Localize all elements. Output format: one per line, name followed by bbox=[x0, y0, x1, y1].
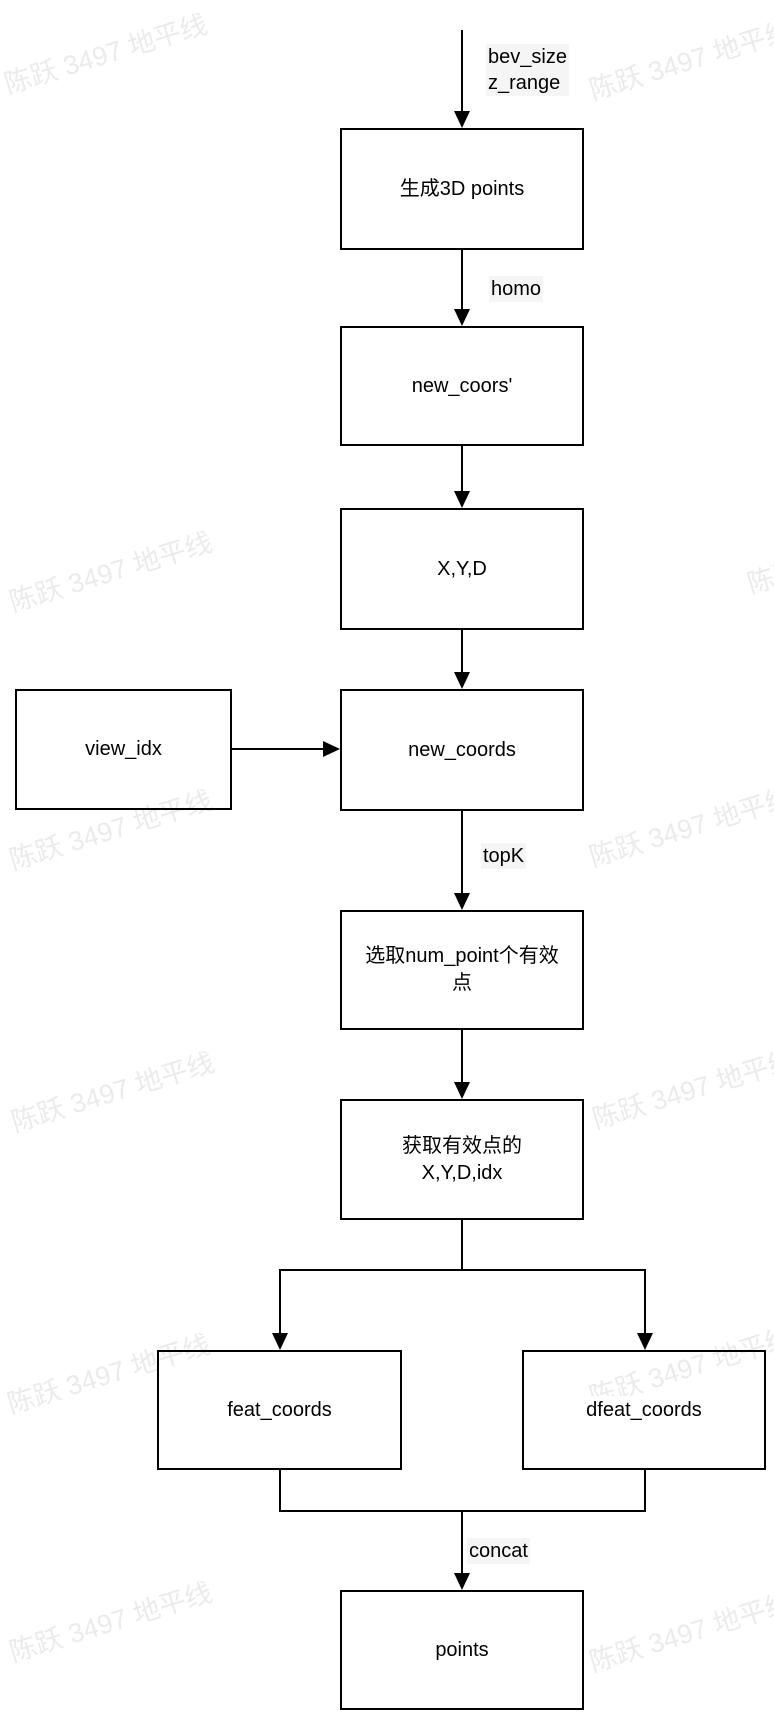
merge-left-line bbox=[279, 1470, 281, 1512]
arrowhead-down-icon bbox=[454, 111, 470, 128]
node-view-idx: view_idx bbox=[15, 689, 232, 810]
edge-xyd-newcoords-line bbox=[461, 630, 463, 673]
edge-newcoors-xyd-line bbox=[461, 446, 463, 492]
node-label: 生成3D points bbox=[396, 174, 528, 204]
node-label: new_coords bbox=[405, 735, 519, 765]
node-label: 选取num_point个有效 点 bbox=[362, 942, 562, 998]
edge-label-homo: homo bbox=[489, 276, 544, 302]
node-label: points bbox=[432, 1635, 492, 1665]
node-label: 获取有效点的 X,Y,D,idx bbox=[399, 1131, 525, 1188]
edge-viewidx-newcoords-line bbox=[232, 748, 324, 750]
watermark-text: 陈跃 3497 地平线 bbox=[585, 782, 774, 873]
watermark-text: 陈跃 3497 地平线 bbox=[5, 1577, 216, 1668]
merge-join-line bbox=[279, 1510, 646, 1512]
arrowhead-down-icon bbox=[454, 672, 470, 689]
node-feat-coords: feat_coords bbox=[157, 1350, 402, 1470]
node-new-coords: new_coords bbox=[340, 689, 584, 811]
arrowhead-down-icon bbox=[454, 1082, 470, 1099]
watermark-text: 陈跃 3497 地平线 bbox=[7, 1047, 218, 1138]
node-select-num-points: 选取num_point个有效 点 bbox=[340, 910, 584, 1030]
node-label: view_idx bbox=[82, 735, 165, 764]
edge-label-input: bev_size z_range bbox=[486, 44, 569, 96]
branch-right-line bbox=[644, 1269, 646, 1334]
edge-label-concat: concat bbox=[467, 1538, 530, 1564]
arrowhead-down-icon bbox=[454, 491, 470, 508]
watermark-text: 陈跃 3497 地平线 bbox=[5, 527, 216, 618]
watermark-text: 陈跃 3497 地平线 bbox=[743, 509, 774, 600]
node-dfeat-coords: dfeat_coords bbox=[522, 1350, 766, 1470]
edge-concat-line bbox=[461, 1512, 463, 1574]
branch-split-line bbox=[279, 1269, 646, 1271]
arrowhead-down-icon bbox=[637, 1333, 653, 1350]
edge-select-getvalid-line bbox=[461, 1030, 463, 1083]
branch-stem-line bbox=[461, 1220, 463, 1271]
edge-newcoords-select-line bbox=[461, 811, 463, 894]
arrowhead-down-icon bbox=[454, 1573, 470, 1590]
watermark-text: 陈跃 3497 地平线 bbox=[588, 1044, 774, 1135]
node-label: X,Y,D bbox=[434, 554, 490, 584]
arrowhead-down-icon bbox=[454, 309, 470, 326]
watermark-text: 陈跃 3497 地平线 bbox=[585, 1587, 774, 1678]
merge-right-line bbox=[644, 1470, 646, 1512]
watermark-text: 陈跃 3497 地平线 bbox=[585, 15, 774, 106]
branch-left-line bbox=[279, 1269, 281, 1334]
arrowhead-down-icon bbox=[272, 1333, 288, 1350]
watermark-text: 陈跃 3497 地平线 bbox=[0, 9, 211, 100]
arrowhead-right-icon bbox=[323, 741, 340, 757]
node-label: new_coors' bbox=[408, 371, 516, 401]
node-generate-3d-points: 生成3D points bbox=[340, 128, 584, 250]
edge-input-line bbox=[461, 30, 463, 112]
edge-gen3d-newcoors-line bbox=[461, 250, 463, 310]
node-label: dfeat_coords bbox=[583, 1395, 705, 1425]
node-label: feat_coords bbox=[224, 1395, 335, 1425]
node-get-valid-points: 获取有效点的 X,Y,D,idx bbox=[340, 1099, 584, 1220]
arrowhead-down-icon bbox=[454, 893, 470, 910]
edge-label-topk: topK bbox=[481, 843, 527, 869]
node-xyd: X,Y,D bbox=[340, 508, 584, 630]
node-new-coors: new_coors' bbox=[340, 326, 584, 446]
node-points: points bbox=[340, 1590, 584, 1710]
